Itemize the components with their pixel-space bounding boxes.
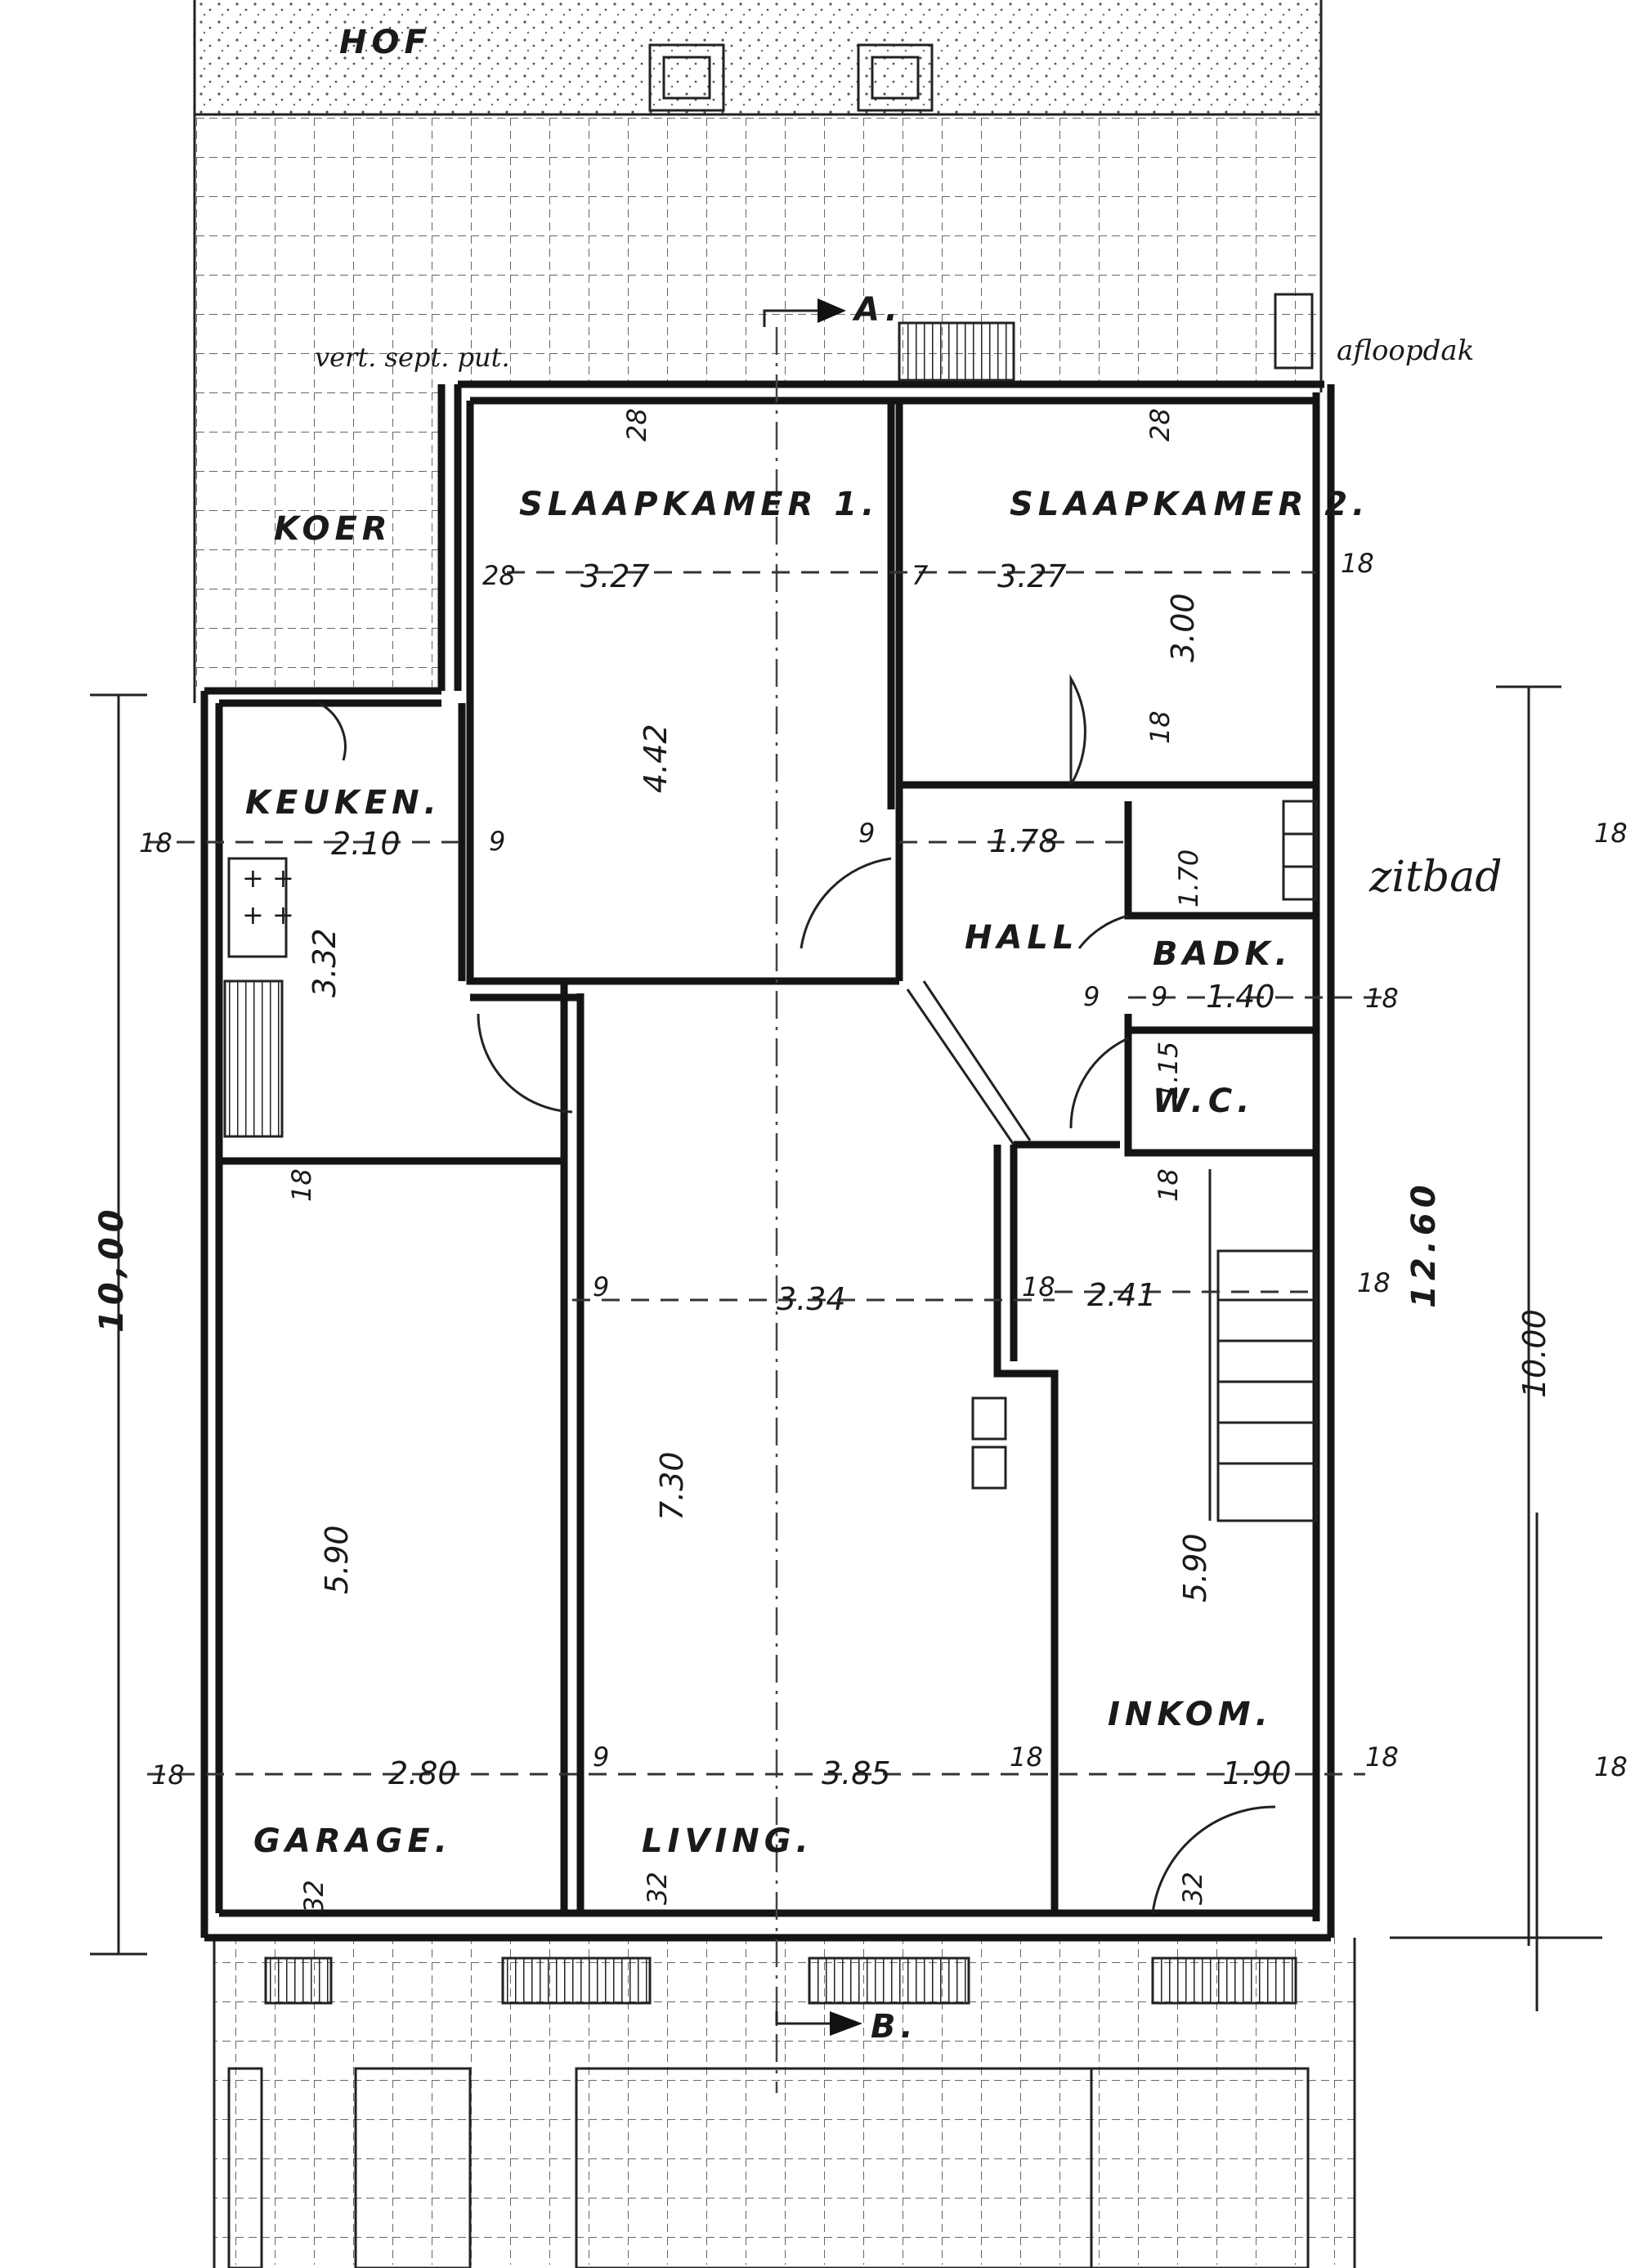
svg-text:18: 18 [286, 1168, 317, 1202]
section-marker-b: B. [775, 2008, 918, 2046]
planter-box [857, 43, 934, 112]
svg-text:9: 9 [858, 818, 875, 849]
svg-text:9: 9 [593, 1741, 609, 1773]
yard-area [195, 0, 1321, 116]
svg-text:9: 9 [593, 1271, 609, 1302]
garage-width: 2.80 [388, 1755, 458, 1791]
building-walls [200, 380, 1335, 1942]
svg-text:32: 32 [298, 1880, 329, 1913]
overall-left-depth: 10,00 [93, 1204, 131, 1333]
overall-right-depth: 10.00 [1516, 1309, 1552, 1398]
hall-name: HALL [965, 919, 1078, 957]
kitchen-width: 2.10 [331, 826, 401, 862]
bathroom-note: zitbad [1368, 853, 1503, 902]
svg-text:18: 18 [1365, 983, 1399, 1014]
living-width-front: 3.85 [822, 1755, 891, 1791]
svg-text:18: 18 [1365, 1741, 1399, 1773]
bedroom1-width: 3.27 [580, 558, 650, 594]
kitchen-name: KEUKEN. [245, 784, 441, 822]
svg-text:7: 7 [912, 560, 929, 591]
wall-thickness-notes: 18 18 18 18 28 28 28 7 18 9 9 9 9 18 9 9… [139, 408, 1628, 1913]
dimension-lines [90, 327, 1602, 2093]
garage-name: GARAGE. [253, 1822, 452, 1860]
section-marker-a: A. [763, 291, 903, 329]
courtyard-label: KOER [274, 510, 392, 548]
wc-depth: 1.15 [1153, 1042, 1184, 1100]
door-swings [318, 674, 1276, 1914]
bedroom2-width: 3.27 [997, 558, 1067, 594]
svg-text:32: 32 [1177, 1871, 1208, 1905]
planter-box [648, 43, 725, 112]
entrance-width-rear: 2.41 [1087, 1277, 1157, 1313]
overall-total-depth: 12.60 [1405, 1180, 1443, 1308]
downpipe-note: afloopdak [1337, 334, 1474, 367]
svg-text:18: 18 [1010, 1741, 1043, 1773]
kitchen-stove: + + + + [227, 857, 294, 958]
svg-text:28: 28 [482, 560, 516, 591]
svg-text:9: 9 [1083, 981, 1100, 1012]
bathroom-depth: 1.70 [1173, 849, 1204, 908]
entrance-name: INKOM. [1108, 1696, 1273, 1733]
living-width-rear: 3.34 [777, 1281, 846, 1317]
section-a-label: A. [852, 291, 903, 329]
living-name: LIVING. [642, 1822, 813, 1860]
staircase [1208, 1169, 1318, 1522]
bathroom-width: 1.40 [1206, 979, 1275, 1015]
section-b-label: B. [871, 2008, 918, 2046]
entrance-depth: 5.90 [1177, 1533, 1213, 1602]
bedroom2-depth: 3.00 [1165, 593, 1201, 662]
entrance-width-front: 1.90 [1222, 1755, 1292, 1791]
svg-text:18: 18 [139, 827, 172, 858]
kitchen-depth: 3.32 [307, 928, 343, 997]
svg-text:18: 18 [1144, 710, 1176, 744]
svg-text:+ +: + + [242, 899, 294, 930]
svg-text:18: 18 [1153, 1168, 1184, 1202]
svg-text:9: 9 [1151, 981, 1167, 1012]
svg-text:28: 28 [621, 408, 652, 441]
svg-text:18: 18 [1022, 1271, 1055, 1302]
svg-text:+ +: + + [242, 863, 294, 894]
svg-text:18: 18 [1357, 1267, 1391, 1298]
courtyard-area [193, 0, 1323, 703]
bathroom-name: BADK. [1153, 935, 1292, 973]
annotation-note: vert. sept. put. [315, 342, 510, 373]
yard-label: HOF [339, 24, 432, 61]
garage-depth: 5.90 [319, 1525, 355, 1594]
svg-text:18: 18 [1594, 1751, 1628, 1782]
svg-text:9: 9 [489, 826, 505, 857]
svg-text:18: 18 [1341, 548, 1374, 579]
windows [223, 293, 1314, 2005]
svg-text:18: 18 [1594, 818, 1628, 849]
bedroom2-name: SLAAPKAMER 2. [1010, 486, 1369, 523]
living-depth: 7.30 [654, 1451, 690, 1521]
bedroom1-name: SLAAPKAMER 1. [519, 486, 879, 523]
svg-text:28: 28 [1144, 408, 1176, 441]
wc-name: W.C. [1153, 1082, 1254, 1120]
svg-text:32: 32 [642, 1871, 673, 1905]
bedroom1-depth: 4.42 [638, 724, 674, 793]
svg-text:18: 18 [151, 1759, 185, 1791]
hall-width: 1.78 [989, 823, 1059, 859]
